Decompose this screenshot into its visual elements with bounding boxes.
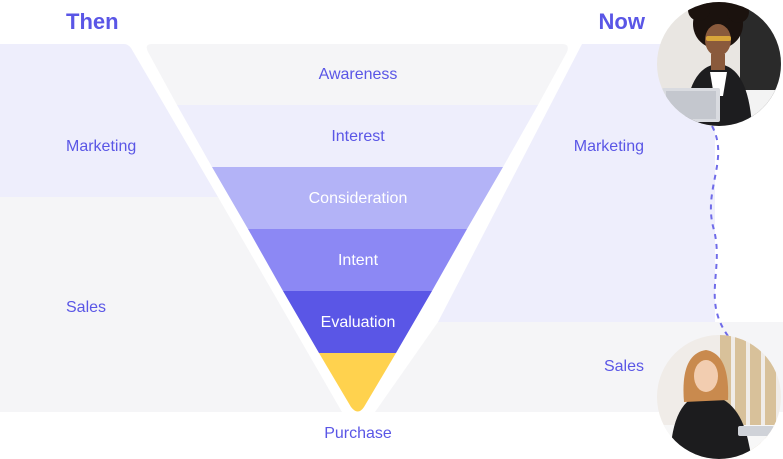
stage-label-intent: Intent — [338, 252, 379, 269]
funnel-stage-evaluation — [283, 291, 432, 353]
funnel-stage-purchase — [319, 353, 396, 412]
connector-line — [709, 125, 729, 337]
funnel-stage-consideration — [212, 167, 503, 229]
purchase-label: Purchase — [324, 425, 392, 442]
stage-label-evaluation: Evaluation — [321, 314, 396, 331]
now-marketing-label: Marketing — [574, 138, 644, 155]
stage-label-awareness: Awareness — [319, 66, 398, 83]
now-header: Now — [599, 9, 646, 34]
funnel-stage-awareness — [146, 44, 568, 105]
now-sales-label: Sales — [604, 358, 644, 375]
then-marketing-label: Marketing — [66, 138, 136, 155]
stage-label-consideration: Consideration — [309, 190, 408, 207]
then-sales-label: Sales — [66, 299, 106, 316]
now-marketing-avatar — [657, 2, 781, 126]
funnel-stage-intent — [248, 229, 467, 291]
then-header: Then — [66, 9, 119, 34]
now-sales-avatar — [657, 335, 781, 459]
funnel-stage-interest — [177, 105, 538, 167]
stage-label-interest: Interest — [331, 128, 385, 145]
now-marketing-band — [438, 44, 715, 322]
then-marketing-band — [0, 44, 218, 197]
then-sales-band — [0, 197, 342, 412]
